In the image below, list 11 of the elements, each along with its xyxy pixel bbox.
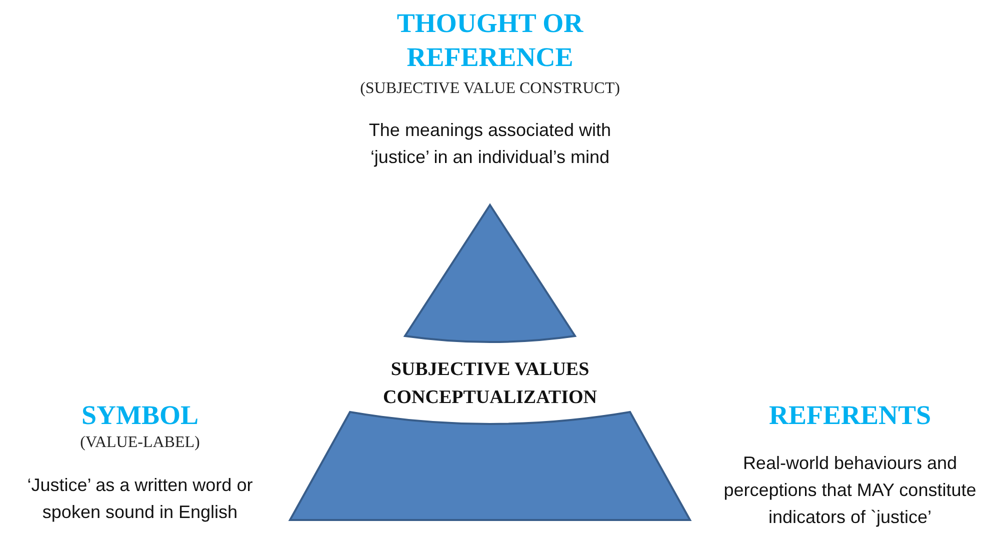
description-text: ‘Justice’ as a written word or spoken sound in English <box>26 474 254 524</box>
description-text: Real-world behaviours and perceptions that MAY constitute indicators of `justice’ <box>722 452 978 529</box>
pyramid-base-trapezoid <box>289 411 691 521</box>
heading: THOUGHT OR REFERENCE <box>396 7 584 74</box>
subheading: (VALUE-LABEL) <box>79 434 201 452</box>
center-heading: SUBJECTIVE VALUES CONCEPTUALIZATION <box>382 358 598 410</box>
pyramid-top-triangle <box>404 204 576 343</box>
description-text: The meanings associated with ‘justice’ in an individual’s mind <box>368 119 612 169</box>
subheading: (SUBJECTIVE VALUE CONSTRUCT) <box>359 80 621 98</box>
heading: REFERENTS <box>768 399 932 432</box>
heading: SYMBOL <box>80 399 200 432</box>
